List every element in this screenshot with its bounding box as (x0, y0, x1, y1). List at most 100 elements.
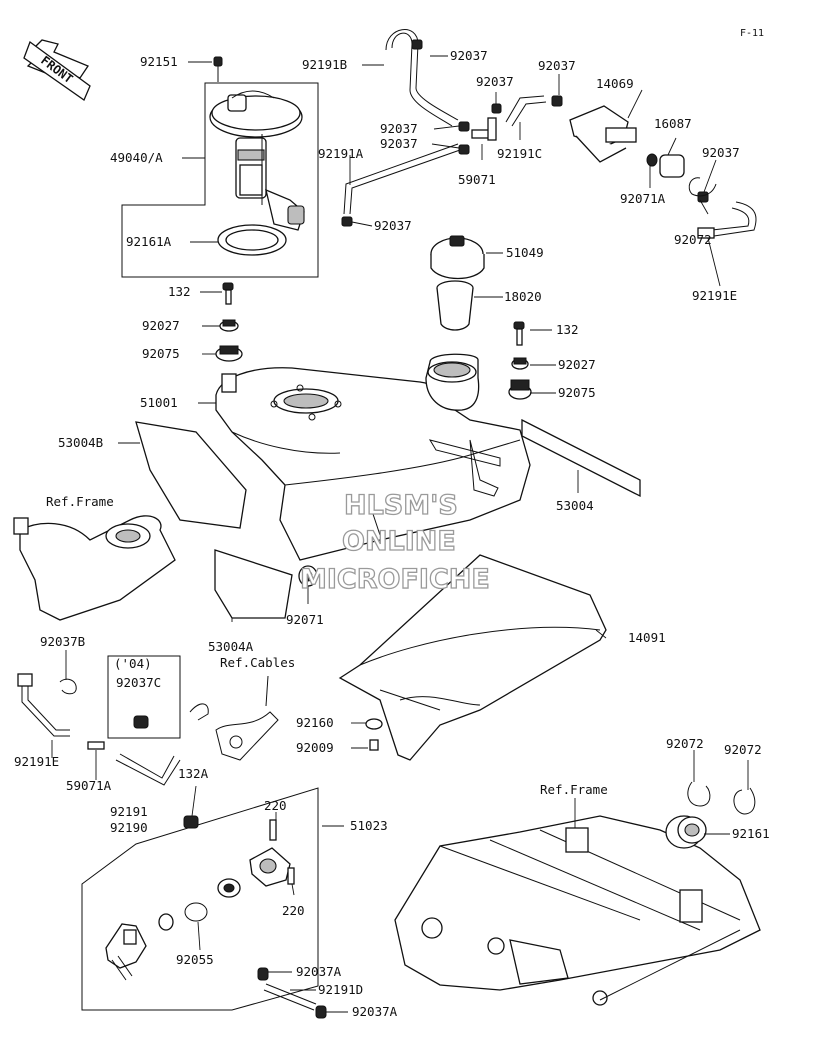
callout-92160[interactable]: 92160 (296, 715, 334, 730)
callout-14091[interactable]: 14091 (628, 630, 666, 645)
callout-92027-right[interactable]: 92027 (558, 357, 596, 372)
callout-92075-right[interactable]: 92075 (558, 385, 596, 400)
knob-fuel-cock[interactable] (217, 878, 241, 898)
pad-53004b[interactable] (135, 421, 247, 529)
callout-92161[interactable]: 92161 (732, 826, 770, 841)
callout-59071[interactable]: 59071 (458, 172, 496, 187)
clamp-92037-f[interactable] (697, 191, 709, 203)
callout-92072-b1[interactable]: 92072 (666, 736, 704, 751)
clamp-92037-top[interactable] (411, 39, 423, 50)
callout-92037a-2[interactable]: 92037A (352, 1004, 398, 1019)
callout-132a[interactable]: 132A (178, 766, 209, 781)
callout-92037-b[interactable]: 92037 (476, 74, 514, 89)
washer-92027-left[interactable] (219, 319, 239, 332)
hose-92191d[interactable] (263, 983, 317, 1011)
callout-92191c[interactable]: 92191C (497, 146, 542, 161)
gasket-92161a[interactable] (217, 224, 287, 256)
callout-92037-f[interactable]: 92037 (702, 145, 740, 160)
skid-plate-14091[interactable] (338, 554, 607, 761)
callout-92075-left[interactable]: 92075 (142, 346, 180, 361)
plate-fuel-cock[interactable] (249, 847, 291, 887)
callout-92037-g[interactable]: 92037 (374, 218, 412, 233)
clip-92072-b2[interactable] (733, 787, 756, 815)
fitting-132a[interactable] (183, 815, 199, 829)
fuel-pump-assembly[interactable] (121, 56, 319, 278)
clamp-92037-g[interactable] (341, 216, 353, 227)
callout-92037-e[interactable]: 92037 (380, 136, 418, 151)
clamp-92037-e[interactable] (458, 144, 470, 155)
callout-92072-b2[interactable]: 92072 (724, 742, 762, 757)
clamp-92037-d[interactable] (458, 121, 470, 132)
callout-132-left[interactable]: 132 (168, 284, 191, 299)
callout-49040a[interactable]: 49040/A (110, 150, 163, 165)
hose-92191c[interactable] (505, 95, 547, 127)
fuel-cock-51023[interactable] (105, 923, 147, 981)
callout-ref-frame-2[interactable]: Ref.Frame (540, 782, 608, 797)
callout-92191a[interactable]: 92191A (318, 146, 364, 161)
callout-92071a[interactable]: 92071A (620, 191, 666, 206)
callout-92191[interactable]: 92191 (110, 804, 148, 819)
hose-92191[interactable] (115, 753, 181, 786)
fuel-cap-51049[interactable] (430, 235, 485, 280)
collar-92160[interactable] (365, 718, 383, 730)
callout-ref-cables[interactable]: Ref.Cables (220, 655, 295, 670)
callout-53004b[interactable]: 53004B (58, 435, 103, 450)
filter-16087[interactable] (646, 153, 685, 178)
callout-53004[interactable]: 53004 (556, 498, 594, 513)
clip-92072-b1[interactable] (687, 781, 711, 807)
callout-ref-frame-1[interactable]: Ref.Frame (46, 494, 114, 509)
callout-92037a-1[interactable]: 92037A (296, 964, 342, 979)
o-ring-92055[interactable] (184, 902, 208, 922)
callout-92190[interactable]: 92190 (110, 820, 148, 835)
callout-92072-top[interactable]: 92072 (674, 232, 712, 247)
screw-220-top[interactable] (269, 819, 277, 841)
screw-220-bottom[interactable] (287, 867, 295, 885)
callout-220-top[interactable]: 220 (264, 798, 287, 813)
valve-14069[interactable] (569, 105, 637, 163)
clamp-92037a-1[interactable] (257, 967, 269, 981)
clamp-92037a-2[interactable] (315, 1005, 327, 1019)
strainer-18020[interactable] (436, 280, 474, 331)
callout-92037-d[interactable]: 92037 (380, 121, 418, 136)
callout-18020[interactable]: 18020 (504, 289, 542, 304)
pad-53004a[interactable] (214, 549, 293, 619)
pad-53004[interactable] (521, 418, 641, 498)
callout-51023[interactable]: 51023 (350, 818, 388, 833)
callout-92161a[interactable]: 92161A (126, 234, 172, 249)
callout-92037-top[interactable]: 92037 (450, 48, 488, 63)
callout-53004a[interactable]: 53004A (208, 639, 254, 654)
callout-92191e-bottom[interactable]: 92191E (14, 754, 59, 769)
grommet-92075-left[interactable] (215, 345, 243, 362)
callout-92009[interactable]: 92009 (296, 740, 334, 755)
fuel-tank-51001[interactable] (215, 353, 531, 561)
callout-16087[interactable]: 16087 (654, 116, 692, 131)
bolt-132-left[interactable] (222, 282, 234, 305)
callout-92037b[interactable]: 92037B (40, 634, 85, 649)
callout-92151[interactable]: 92151 (140, 54, 178, 69)
callout-92037-c[interactable]: 92037 (538, 58, 576, 73)
callout-92191d[interactable]: 92191D (318, 982, 363, 997)
callout-14069[interactable]: 14069 (596, 76, 634, 91)
clip-92072-top[interactable] (688, 177, 717, 197)
callout-92191b[interactable]: 92191B (302, 57, 347, 72)
bolt-132-right[interactable] (513, 321, 525, 346)
hose-92191a[interactable] (343, 143, 461, 215)
callout-92071[interactable]: 92071 (286, 612, 324, 627)
grommet-92075-right[interactable] (508, 379, 532, 400)
joint-59071a[interactable] (87, 741, 105, 750)
callout-92037c[interactable]: 92037C (116, 675, 161, 690)
bolt-92009[interactable] (369, 739, 379, 751)
callout-59071a[interactable]: 59071A (66, 778, 112, 793)
hose-92191e-bottom[interactable] (17, 673, 70, 737)
grommet-92161[interactable] (665, 815, 707, 849)
callout-132-right[interactable]: 132 (556, 322, 579, 337)
callout-92055[interactable]: 92055 (176, 952, 214, 967)
clamp-92037b[interactable] (59, 678, 77, 695)
callout-220-bottom[interactable]: 220 (282, 903, 305, 918)
clamp-92037-c[interactable] (551, 95, 563, 107)
callout-51049[interactable]: 51049 (506, 245, 544, 260)
hose-92191e-top[interactable] (697, 201, 757, 239)
callout-51001[interactable]: 51001 (140, 395, 178, 410)
callout-92027-left[interactable]: 92027 (142, 318, 180, 333)
callout-92191e-top[interactable]: 92191E (692, 288, 737, 303)
